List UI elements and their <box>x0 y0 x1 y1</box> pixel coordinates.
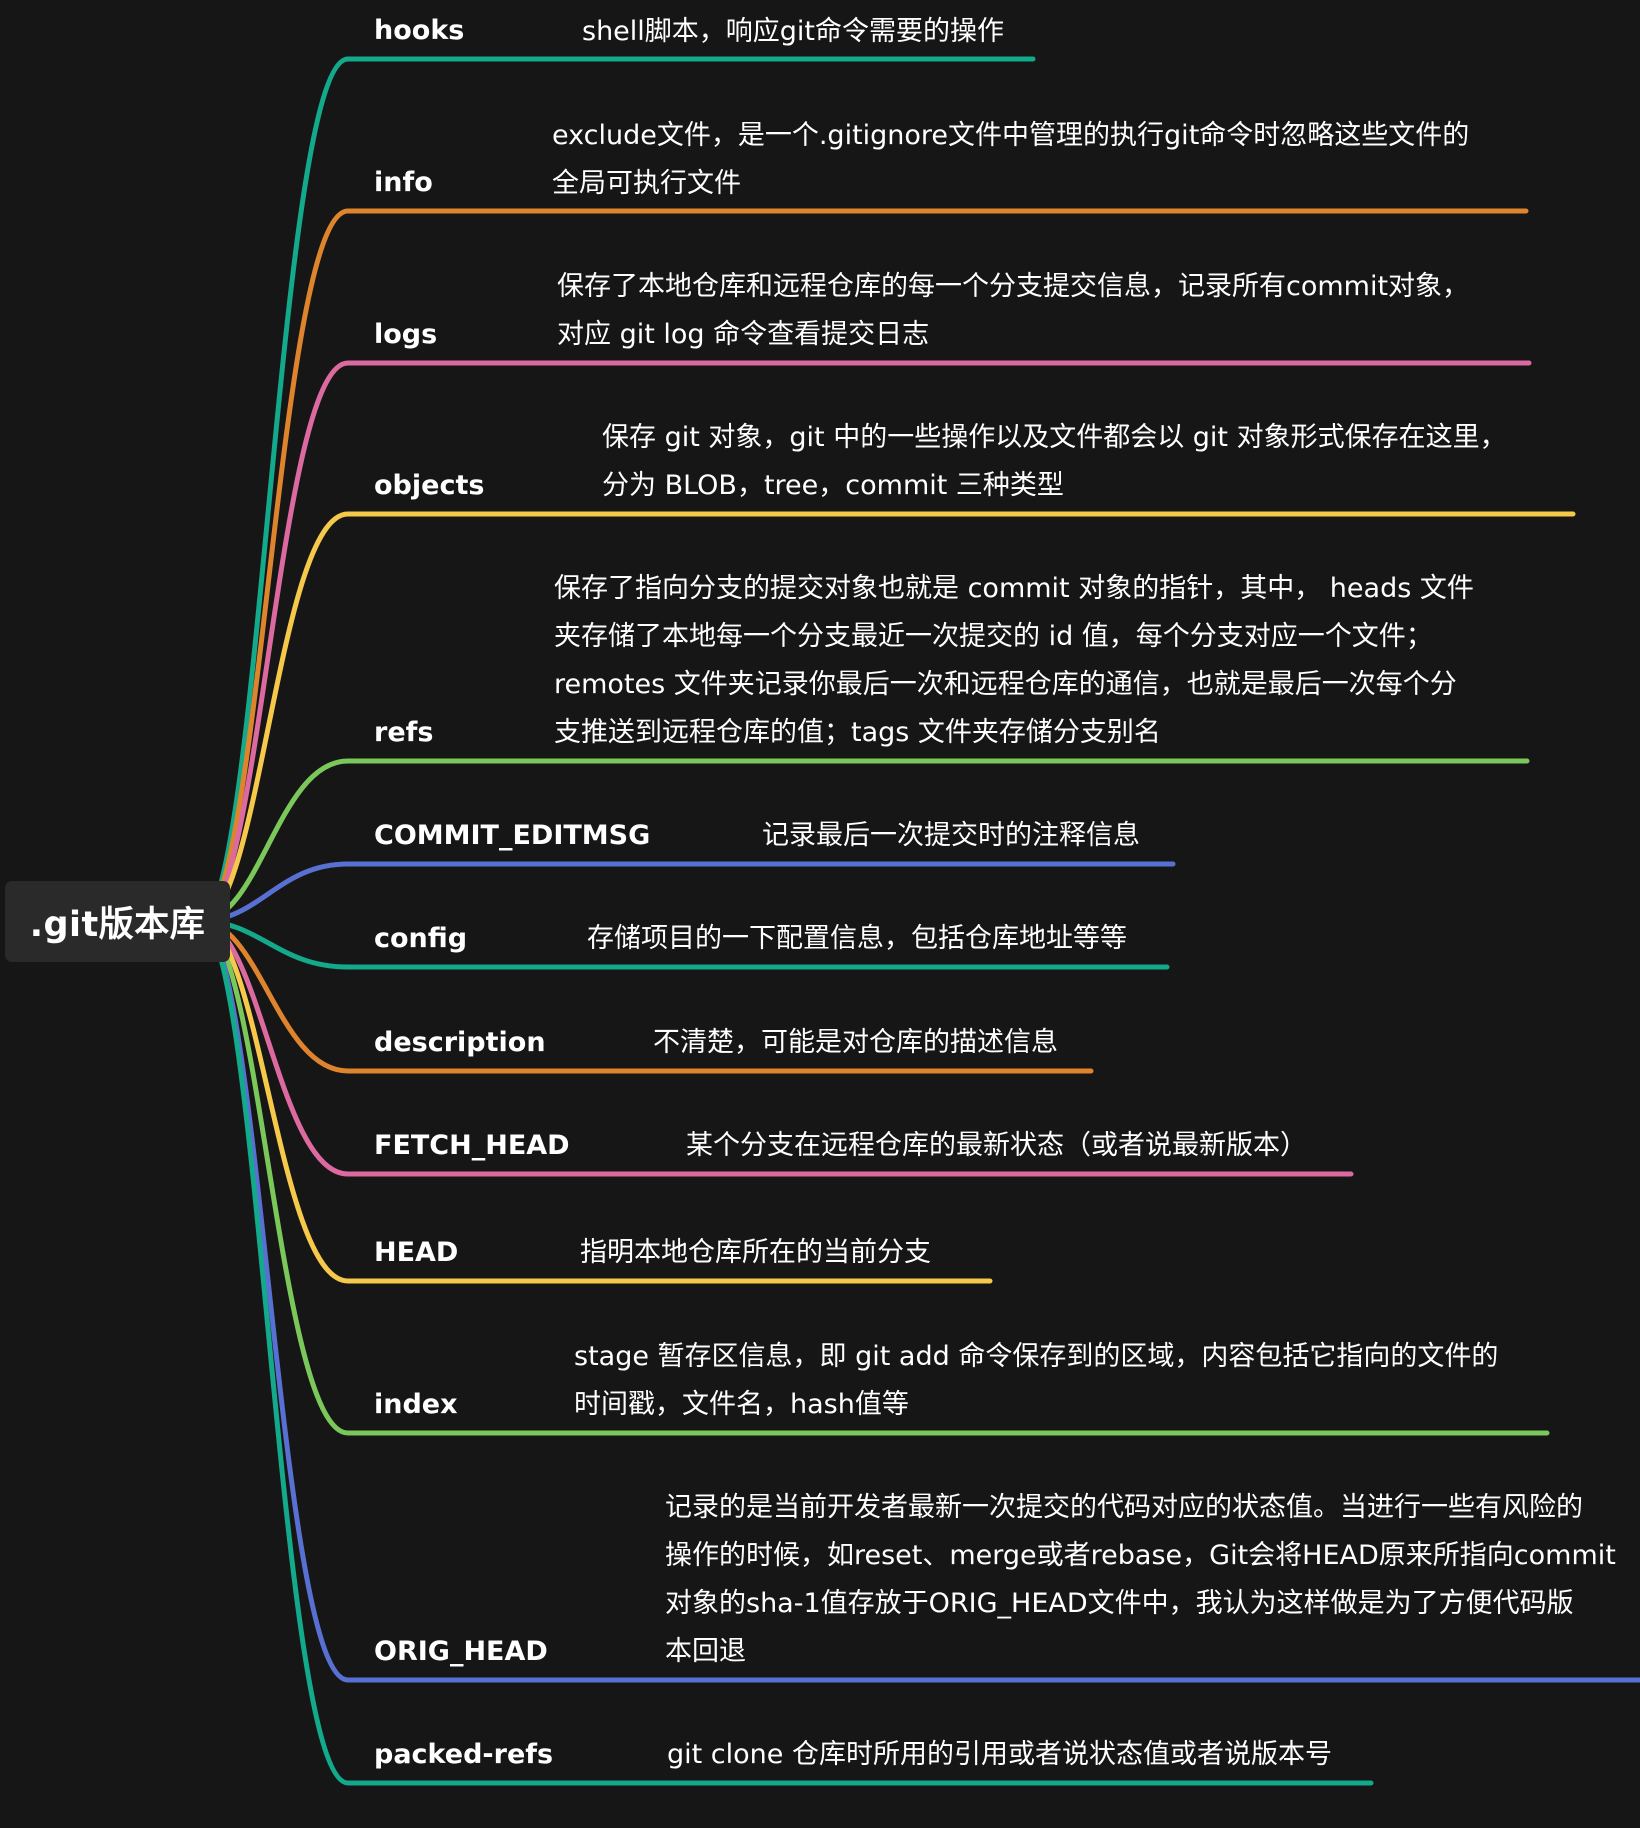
branch-description-objects[interactable]: 保存 git 对象，git 中的一些操作以及文件都会以 git 对象形式保存在这… <box>602 414 1507 510</box>
branch-label-refs[interactable]: refs <box>374 717 434 748</box>
description-line: 不清楚，可能是对仓库的描述信息 <box>653 1027 1058 1058</box>
branch-label-description[interactable]: description <box>374 1027 546 1058</box>
branch-label-config[interactable]: config <box>374 923 468 954</box>
branch-connector-head <box>197 918 993 1284</box>
description-line: 操作的时候，如reset、merge或者rebase，Git会将HEAD原来所指… <box>665 1540 1616 1571</box>
description-line: 保存了本地仓库和远程仓库的每一个分支提交信息，记录所有commit对象， <box>557 271 1470 302</box>
description-line: remotes 文件夹记录你最后一次和远程仓库的通信，也就是最后一次每个分 <box>554 669 1457 700</box>
description-line: 记录最后一次提交时的注释信息 <box>762 820 1140 851</box>
branch-connector-packed-refs <box>197 918 1374 1786</box>
description-line: stage 暂存区信息，即 git add 命令保存到的区域，内容包括它指向的文… <box>574 1341 1499 1372</box>
description-line: 对象的sha-1值存放于ORIG_HEAD文件中，我认为这样做是为了方便代码版 <box>665 1588 1574 1619</box>
root-node[interactable]: .git版本库 <box>5 881 230 962</box>
branch-description-config[interactable]: 存储项目的一下配置信息，包括仓库地址等等 <box>587 915 1127 963</box>
branch-label-orig-head[interactable]: ORIG_HEAD <box>374 1636 548 1667</box>
branch-connector-commit-editmsg <box>197 861 1176 924</box>
branch-label-hooks[interactable]: hooks <box>374 15 465 46</box>
description-line: 对应 git log 命令查看提交日志 <box>557 319 930 350</box>
branch-description-refs[interactable]: 保存了指向分支的提交对象也就是 commit 对象的指针，其中， heads 文… <box>554 565 1474 757</box>
branch-label-objects[interactable]: objects <box>374 470 485 501</box>
root-label: .git版本库 <box>29 905 206 945</box>
description-line: 某个分支在远程仓库的最新状态（或者说最新版本） <box>686 1130 1307 1161</box>
description-line: 本回退 <box>665 1636 746 1667</box>
branch-description-index[interactable]: stage 暂存区信息，即 git add 命令保存到的区域，内容包括它指向的文… <box>574 1333 1498 1429</box>
branch-description-packed-refs[interactable]: git clone 仓库时所用的引用或者说状态值或者说版本号 <box>667 1731 1332 1779</box>
description-line: shell脚本，响应git命令需要的操作 <box>582 16 1005 47</box>
branch-description-info[interactable]: exclude文件，是一个.gitignore文件中管理的执行git命令时忽略这… <box>552 112 1469 208</box>
branch-label-packed-refs[interactable]: packed-refs <box>374 1739 554 1770</box>
branch-label-fetch-head[interactable]: FETCH_HEAD <box>374 1130 570 1161</box>
branch-description-logs[interactable]: 保存了本地仓库和远程仓库的每一个分支提交信息，记录所有commit对象， 对应 g… <box>557 263 1469 359</box>
description-line: git clone 仓库时所用的引用或者说状态值或者说版本号 <box>667 1739 1332 1770</box>
branch-description-fetch-head[interactable]: 某个分支在远程仓库的最新状态（或者说最新版本） <box>686 1122 1307 1170</box>
description-line: 指明本地仓库所在的当前分支 <box>580 1237 931 1268</box>
branch-label-logs[interactable]: logs <box>374 319 438 350</box>
branch-label-info[interactable]: info <box>374 167 433 198</box>
description-line: 保存了指向分支的提交对象也就是 commit 对象的指针，其中， heads 文… <box>554 573 1474 604</box>
description-line: 分为 BLOB，tree，commit 三种类型 <box>602 470 1064 501</box>
branch-label-commit-editmsg[interactable]: COMMIT_EDITMSG <box>374 820 651 851</box>
branch-connector-info <box>197 208 1529 924</box>
description-line: 记录的是当前开发者最新一次提交的代码对应的状态值。当进行一些有风险的 <box>665 1492 1583 1523</box>
branch-label-head[interactable]: HEAD <box>374 1237 459 1268</box>
branch-description-description[interactable]: 不清楚，可能是对仓库的描述信息 <box>653 1019 1058 1067</box>
branch-label-index[interactable]: index <box>374 1389 458 1420</box>
branch-description-head[interactable]: 指明本地仓库所在的当前分支 <box>580 1229 931 1277</box>
description-line: exclude文件，是一个.gitignore文件中管理的执行git命令时忽略这… <box>552 120 1470 151</box>
description-line: 保存 git 对象，git 中的一些操作以及文件都会以 git 对象形式保存在这… <box>602 422 1507 453</box>
branch-description-commit-editmsg[interactable]: 记录最后一次提交时的注释信息 <box>762 812 1140 860</box>
branch-description-orig-head[interactable]: 记录的是当前开发者最新一次提交的代码对应的状态值。当进行一些有风险的操作的时候，… <box>665 1484 1616 1676</box>
description-line: 时间戳，文件名，hash值等 <box>574 1389 909 1420</box>
description-line: 支推送到远程仓库的值；tags 文件夹存储分支别名 <box>554 717 1161 748</box>
description-line: 存储项目的一下配置信息，包括仓库地址等等 <box>587 923 1127 954</box>
description-line: 全局可执行文件 <box>552 168 741 199</box>
branch-description-hooks[interactable]: shell脚本，响应git命令需要的操作 <box>582 8 1004 56</box>
description-line: 夹存储了本地每一个分支最近一次提交的 id 值，每个分支对应一个文件； <box>554 621 1433 652</box>
